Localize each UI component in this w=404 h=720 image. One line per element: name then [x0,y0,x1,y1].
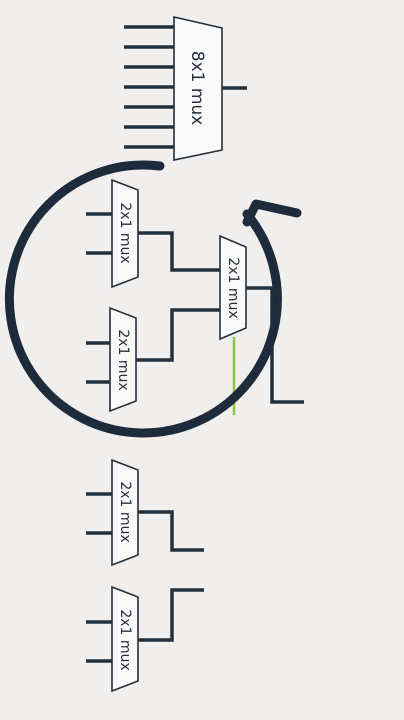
mux-2x1-e: 2x1 mux [86,585,204,693]
svg-text:2x1 mux: 2x1 mux [117,609,133,670]
svg-text:2x1 mux: 2x1 mux [117,202,133,263]
svg-text:2x1 mux: 2x1 mux [115,329,131,390]
mux-2x1-a: 2x1 mux [86,178,222,289]
big-mux-label: 8x1 mux [187,51,207,126]
mux-2x1-b: 2x1 mux [86,306,222,413]
svg-text:2x1 mux: 2x1 mux [225,257,241,318]
big-mux: 8x1 mux [124,15,247,161]
mux-2x1-c: 2x1 mux [219,234,304,415]
svg-text:2x1 mux: 2x1 mux [117,481,133,542]
big-mux-body [173,15,223,161]
rotate-arrow-icon [4,160,302,438]
big-mux-input-wires [124,25,176,149]
mux-2x1-d: 2x1 mux [86,458,204,567]
